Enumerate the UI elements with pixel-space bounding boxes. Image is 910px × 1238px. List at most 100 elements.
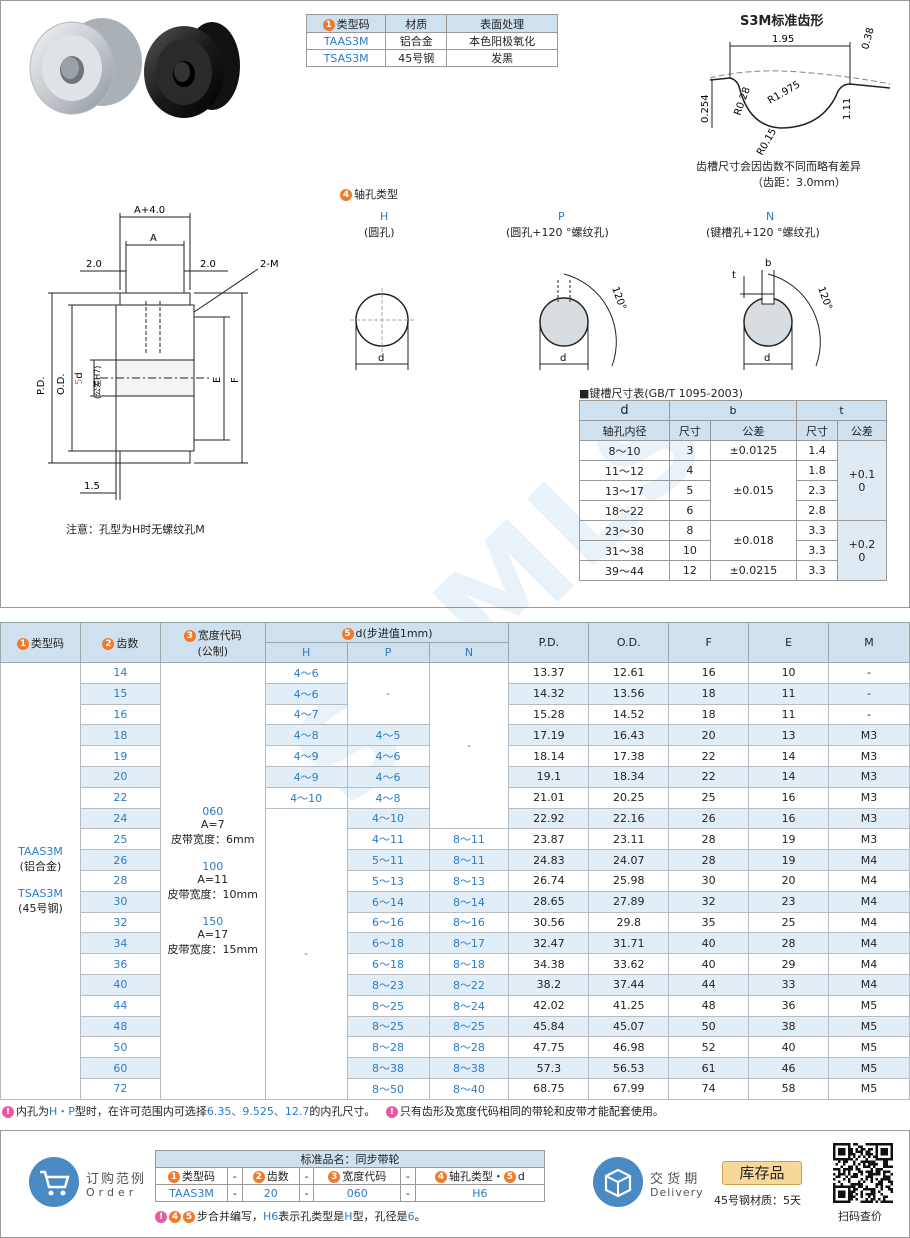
spec-f: 50 bbox=[668, 1015, 750, 1038]
spec-teeth: 36 bbox=[79, 953, 161, 975]
dim-a: A bbox=[150, 233, 157, 244]
keyway-btol: ±0.018 bbox=[709, 520, 798, 561]
spec-od: 12.61 bbox=[588, 662, 670, 684]
spec-P: 6～16 bbox=[346, 911, 430, 934]
spec-pd: 19.1 bbox=[508, 765, 590, 788]
keyway-table: d b t 轴孔内径 尺寸 公差 尺寸 公差 8～10 3 ±0.0125 1.… bbox=[579, 400, 888, 581]
spec-teeth: 48 bbox=[79, 1015, 161, 1038]
spec-m: M3 bbox=[828, 765, 910, 788]
keyway-title: ■键槽尺寸表(GB/T 1095-2003) bbox=[579, 387, 743, 400]
spec-teeth: 72 bbox=[79, 1077, 161, 1100]
spec-e: 36 bbox=[748, 994, 830, 1017]
order-val-dash: - bbox=[226, 1184, 243, 1202]
spec-H-dash: - bbox=[264, 807, 348, 1100]
bore-n-code: N bbox=[766, 210, 775, 223]
bore-n-b: b bbox=[765, 258, 771, 269]
spec-N: 8～13 bbox=[428, 869, 510, 892]
spec-teeth: 24 bbox=[79, 807, 161, 830]
keyway-btol: ±0.0125 bbox=[709, 440, 798, 461]
spec-f: 26 bbox=[668, 807, 750, 830]
spec-od: 22.16 bbox=[588, 807, 670, 830]
spec-P: 5～13 bbox=[346, 869, 430, 892]
spec-e: 23 bbox=[748, 890, 830, 913]
order-val-type: TAAS3M bbox=[155, 1184, 228, 1202]
material-name: 铝合金 bbox=[385, 32, 448, 50]
spec-H: 4～10 bbox=[264, 786, 348, 809]
spec-m: - bbox=[828, 662, 910, 684]
spec-P: 5～11 bbox=[346, 849, 430, 871]
spec-m: M3 bbox=[828, 724, 910, 747]
spec-N: 8～25 bbox=[428, 1015, 510, 1038]
spec-N: 8～11 bbox=[428, 828, 510, 851]
spec-teeth: 19 bbox=[79, 745, 161, 767]
dim-d-group: 5d bbox=[74, 372, 85, 385]
spec-teeth: 20 bbox=[79, 765, 161, 788]
delivery-box-icon bbox=[593, 1157, 643, 1207]
spec-m: M5 bbox=[828, 1057, 910, 1079]
order-title-cn: 订购范例 bbox=[86, 1172, 147, 1187]
material-finish: 发黑 bbox=[446, 49, 558, 67]
order-std-name: 标准品名：同步带轮 bbox=[155, 1150, 545, 1168]
spec-f: 40 bbox=[668, 932, 750, 955]
dim-od: O.D. bbox=[56, 373, 67, 395]
dim-f: F bbox=[230, 377, 241, 383]
qr-code-icon[interactable] bbox=[832, 1142, 894, 1204]
spec-f: 30 bbox=[668, 869, 750, 892]
spec-od: 27.89 bbox=[588, 890, 670, 913]
spec-N: 8～14 bbox=[428, 890, 510, 913]
spec-pd: 23.87 bbox=[508, 828, 590, 851]
spec-e: 16 bbox=[748, 786, 830, 809]
keyway-h-d: d bbox=[579, 400, 670, 421]
keyway-t: 3.3 bbox=[796, 560, 838, 581]
spec-od: 16.43 bbox=[588, 724, 670, 747]
spec-f: 18 bbox=[668, 682, 750, 705]
spec-h-P: P bbox=[346, 642, 430, 663]
spec-N: 8～11 bbox=[428, 849, 510, 871]
spec-P: 8～50 bbox=[346, 1077, 430, 1100]
dim-d-num: 5 bbox=[74, 379, 85, 385]
spec-teeth: 28 bbox=[79, 869, 161, 892]
spec-N: 8～38 bbox=[428, 1057, 510, 1079]
dim-1-5: 1.5 bbox=[84, 481, 100, 492]
spec-m: M4 bbox=[828, 973, 910, 996]
spec-P: 4～5 bbox=[346, 724, 430, 747]
spec-pd: 68.75 bbox=[508, 1077, 590, 1100]
bore-n-angle: 120° bbox=[815, 285, 834, 311]
order-col-dash: - bbox=[226, 1167, 243, 1185]
material-header-material: 材质 bbox=[385, 14, 448, 33]
bore-p-code: P bbox=[558, 210, 565, 223]
spec-od: 46.98 bbox=[588, 1036, 670, 1059]
spec-od: 25.98 bbox=[588, 869, 670, 892]
spec-e: 19 bbox=[748, 828, 830, 851]
spec-teeth: 26 bbox=[79, 849, 161, 871]
spec-pd: 13.37 bbox=[508, 662, 590, 684]
order-col-dash: - bbox=[400, 1167, 416, 1185]
delivery-title-en: Delivery bbox=[650, 1186, 704, 1199]
spec-m: M3 bbox=[828, 807, 910, 830]
spec-m: M5 bbox=[828, 994, 910, 1017]
spec-f: 20 bbox=[668, 724, 750, 747]
footnotes: !内孔为H・P型时，在许可范围内可选择6.35、9.525、12.7的内孔尺寸。… bbox=[2, 1103, 664, 1119]
keyway-t: 3.3 bbox=[796, 540, 838, 561]
keyway-b: 10 bbox=[669, 540, 711, 561]
spec-e: 29 bbox=[748, 953, 830, 975]
keyway-d: 8～10 bbox=[579, 440, 670, 461]
spec-f: 35 bbox=[668, 911, 750, 934]
spec-pd: 30.56 bbox=[508, 911, 590, 934]
